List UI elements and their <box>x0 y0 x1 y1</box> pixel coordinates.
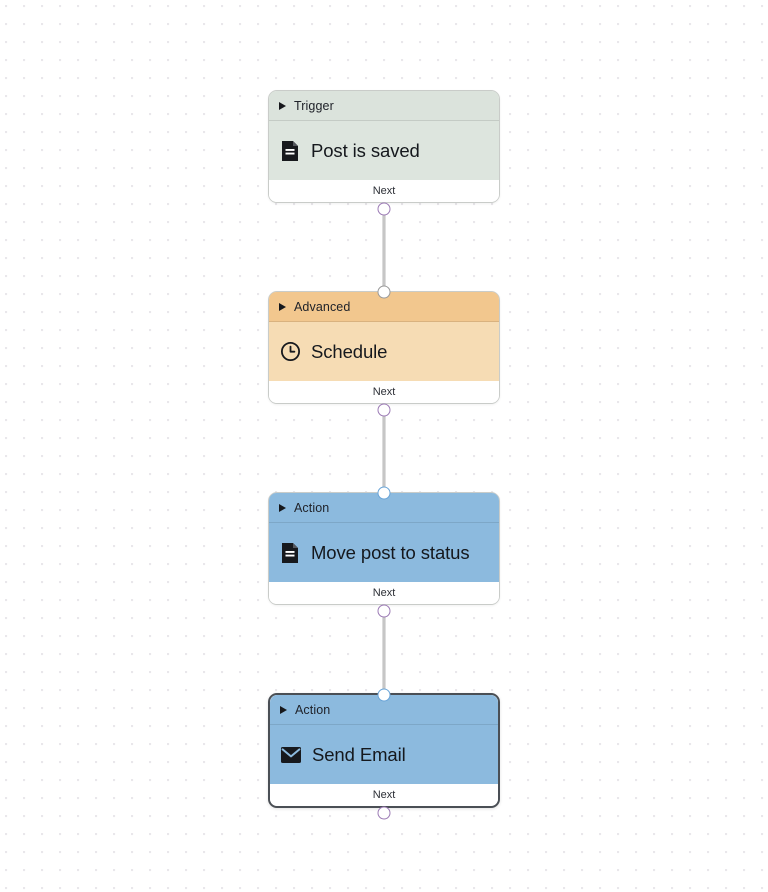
node-header[interactable]: Action <box>269 493 499 523</box>
node-title: Post is saved <box>311 139 420 161</box>
node-title: Schedule <box>311 340 388 362</box>
node-inner: Action Move post to status Next <box>269 493 499 604</box>
node-inner: Trigger Post is saved Next <box>269 91 499 202</box>
output-port[interactable] <box>377 806 391 819</box>
node-footer[interactable]: Next <box>269 582 499 604</box>
output-port[interactable] <box>377 403 391 416</box>
node-body[interactable]: Schedule <box>269 322 499 381</box>
node-header-label: Action <box>294 500 330 515</box>
node-title: Move post to status <box>311 541 470 563</box>
envelope-icon <box>280 744 302 766</box>
workflow-node-trigger[interactable]: Trigger Post is saved Next <box>268 90 500 215</box>
node-body[interactable]: Post is saved <box>269 121 499 180</box>
chevron-right-icon[interactable] <box>279 302 286 311</box>
node-header-label: Advanced <box>294 299 351 314</box>
node-footer-label: Next <box>372 386 396 398</box>
node-footer[interactable]: Next <box>269 381 499 403</box>
input-port[interactable] <box>377 486 391 500</box>
node-header-label: Trigger <box>294 98 334 113</box>
document-icon <box>279 542 301 564</box>
node-header[interactable]: Trigger <box>269 91 499 121</box>
node-inner: Advanced Schedule Next <box>269 292 499 403</box>
workflow-node-advanced[interactable]: Advanced Schedule Next <box>268 285 500 416</box>
chevron-right-icon[interactable] <box>279 101 286 110</box>
output-port[interactable] <box>377 604 391 617</box>
node-footer-label: Next <box>372 185 396 197</box>
node-body[interactable]: Send Email <box>270 725 498 784</box>
input-port[interactable] <box>377 688 391 702</box>
node-footer-label: Next <box>372 789 396 801</box>
node-footer-label: Next <box>372 587 396 599</box>
node-title: Send Email <box>312 743 406 765</box>
node-inner: Action Send Email Next <box>270 695 498 806</box>
input-port[interactable] <box>377 285 391 299</box>
node-body[interactable]: Move post to status <box>269 523 499 582</box>
workflow-node-action-move-post[interactable]: Action Move post to status Next <box>268 486 500 617</box>
clock-icon <box>279 341 301 363</box>
chevron-right-icon[interactable] <box>280 705 287 714</box>
node-header-label: Action <box>295 702 331 717</box>
document-icon <box>279 140 301 162</box>
output-port[interactable] <box>377 202 391 215</box>
node-footer[interactable]: Next <box>270 784 498 806</box>
node-footer[interactable]: Next <box>269 180 499 202</box>
chevron-right-icon[interactable] <box>279 503 286 512</box>
workflow-node-action-send-email[interactable]: Action Send Email Next <box>268 688 500 819</box>
